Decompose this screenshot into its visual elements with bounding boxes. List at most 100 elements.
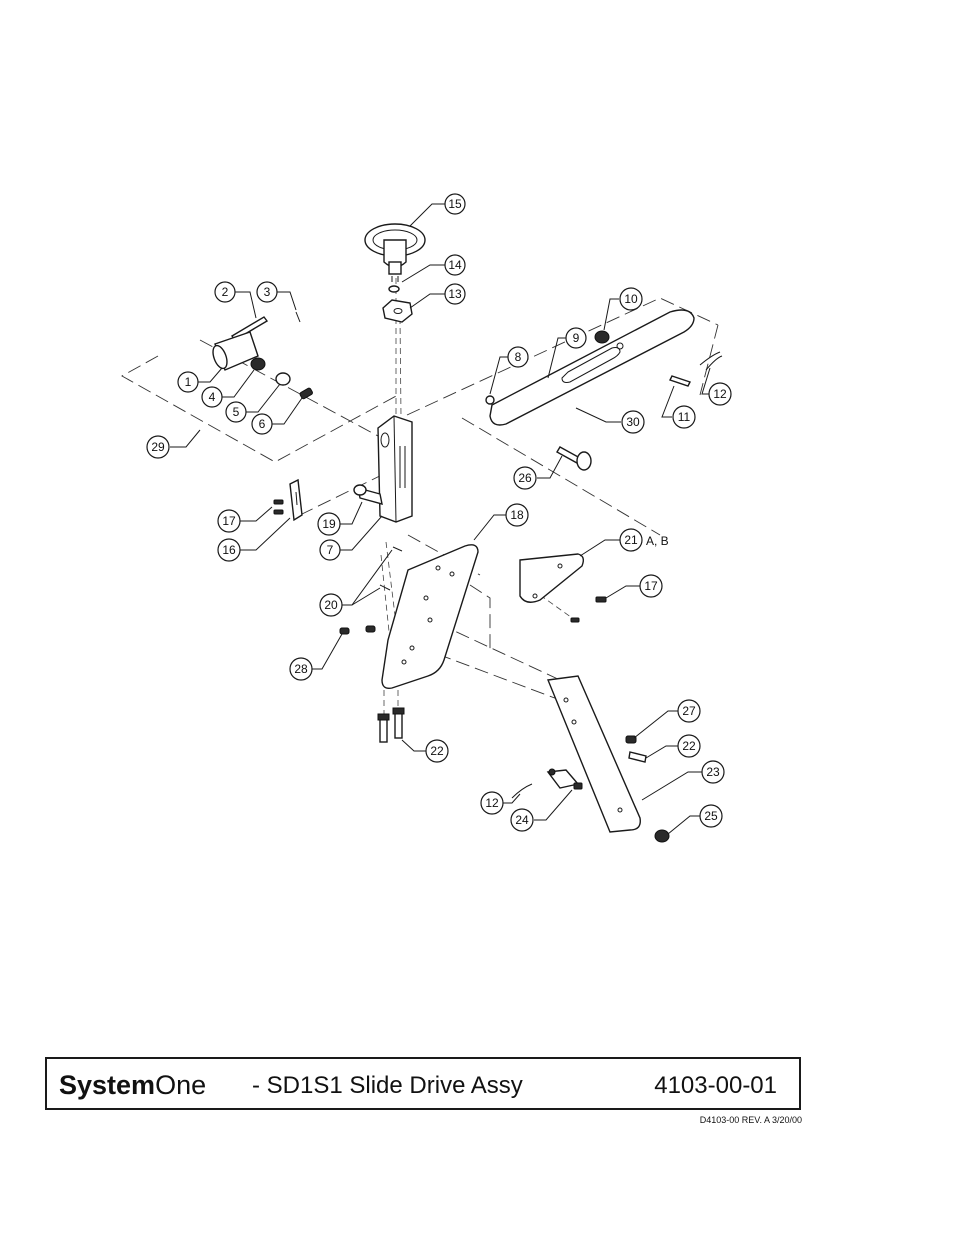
callout-5: 5 [225, 401, 247, 423]
callout-14: 14 [444, 254, 466, 276]
callout-10: 10 [619, 287, 643, 311]
svg-text:26: 26 [518, 471, 532, 485]
callout-23: 23 [701, 760, 725, 784]
nut-part-25 [654, 829, 670, 843]
callout-22-arm: 22 [677, 734, 701, 758]
svg-text:18: 18 [510, 508, 524, 522]
callout-19: 19 [317, 512, 341, 536]
pin-part-11 [669, 375, 691, 387]
svg-text:14: 14 [448, 258, 462, 272]
callout-1: 1 [177, 371, 199, 393]
svg-text:22: 22 [682, 739, 696, 753]
callout-17-right: 17 [639, 574, 663, 598]
svg-text:7: 7 [327, 543, 334, 557]
svg-text:1: 1 [185, 375, 192, 389]
svg-text:25: 25 [704, 809, 718, 823]
assembly-title: - SD1S1 Slide Drive Assy [252, 1072, 523, 1099]
svg-text:12: 12 [713, 387, 727, 401]
svg-text:16: 16 [222, 543, 236, 557]
clamp-block-part-13 [382, 299, 413, 323]
brand-logo: SystemOne [59, 1070, 206, 1101]
roll-pin-part-3 [295, 311, 301, 323]
plate-part-18 [381, 544, 479, 690]
callout-29: 29 [146, 435, 170, 459]
svg-text:20: 20 [324, 598, 338, 612]
callout-28: 28 [289, 657, 313, 681]
cotter-pin-part-12-bottom [511, 783, 533, 799]
callout-20: 20 [319, 593, 343, 617]
bracket-part-7 [377, 415, 413, 523]
callout-2: 2 [214, 281, 236, 303]
svg-text:12: 12 [485, 796, 499, 810]
svg-text:3: 3 [264, 285, 271, 299]
spacer-part-5 [275, 372, 291, 386]
svg-text:24: 24 [515, 813, 529, 827]
svg-text:9: 9 [573, 331, 580, 345]
callout-11: 11 [672, 405, 696, 429]
set-screw-part-8 [485, 395, 495, 405]
pins-part-20 [379, 546, 403, 591]
svg-text:13: 13 [448, 287, 462, 301]
callout-6: 6 [251, 413, 273, 435]
callout-9: 9 [565, 327, 587, 349]
svg-text:4: 4 [209, 390, 216, 404]
small-bracket-part-16 [289, 478, 303, 522]
svg-text:19: 19 [322, 517, 336, 531]
screws-part-28 [339, 625, 376, 635]
title-block: SystemOne - SD1S1 Slide Drive Assy 4103-… [45, 1057, 801, 1110]
cylinder-part-1 [212, 331, 259, 371]
brand-bold: System [59, 1070, 156, 1100]
callout-16: 16 [217, 538, 241, 562]
brand-regular: One [155, 1070, 207, 1100]
svg-text:28: 28 [294, 662, 308, 676]
svg-text:17: 17 [644, 579, 658, 593]
svg-text:15: 15 [448, 197, 462, 211]
bolt-part-6 [299, 387, 313, 400]
guard-part-21 [519, 553, 585, 603]
svg-text:5: 5 [233, 405, 240, 419]
link-part-24 [546, 768, 583, 790]
callout-27: 27 [677, 699, 701, 723]
shaft-part-19 [353, 484, 383, 505]
svg-text:6: 6 [259, 417, 266, 431]
callout-21: 21 [619, 528, 643, 552]
arm-part-23 [547, 675, 641, 833]
revision-note: D4103-00 REV. A 3/20/00 [699, 1115, 802, 1125]
callout-4: 4 [201, 386, 223, 408]
svg-text:23: 23 [706, 765, 720, 779]
cotter-pin-part-12-top [699, 351, 723, 371]
callout-12-top: 12 [708, 382, 732, 406]
svg-text:27: 27 [682, 704, 696, 718]
svg-text:21: 21 [624, 533, 638, 547]
callout-3: 3 [256, 281, 278, 303]
leader-lines [170, 203, 711, 835]
callout-18: 18 [505, 503, 529, 527]
bolt-part-22-arm [628, 751, 647, 763]
nut-part-4 [250, 357, 266, 371]
quick-pin-part-26 [556, 446, 592, 471]
callout-8: 8 [507, 346, 529, 368]
callout-7: 7 [319, 539, 341, 561]
washer-part-14 [388, 285, 400, 293]
callout-17-left: 17 [217, 509, 241, 533]
callout-21-suffix: A, B [646, 534, 669, 548]
callout-30: 30 [621, 410, 645, 434]
knob-part-15 [364, 223, 426, 282]
svg-text:22: 22 [430, 744, 444, 758]
svg-text:17: 17 [222, 514, 236, 528]
callout-25: 25 [699, 804, 723, 828]
svg-text:30: 30 [626, 415, 640, 429]
callout-12-bottom: 12 [480, 791, 504, 815]
part-number: 4103-00-01 [654, 1072, 777, 1099]
svg-text:11: 11 [678, 410, 691, 424]
callout-15: 15 [444, 193, 466, 215]
callout-13: 13 [444, 283, 466, 305]
callout-26: 26 [513, 466, 537, 490]
bolt-part-27 [625, 735, 637, 744]
callout-22-bottom: 22 [425, 739, 449, 763]
callout-24: 24 [510, 808, 534, 832]
svg-text:2: 2 [222, 285, 229, 299]
slide-bar-part-9 [489, 309, 695, 426]
svg-text:29: 29 [151, 440, 165, 454]
